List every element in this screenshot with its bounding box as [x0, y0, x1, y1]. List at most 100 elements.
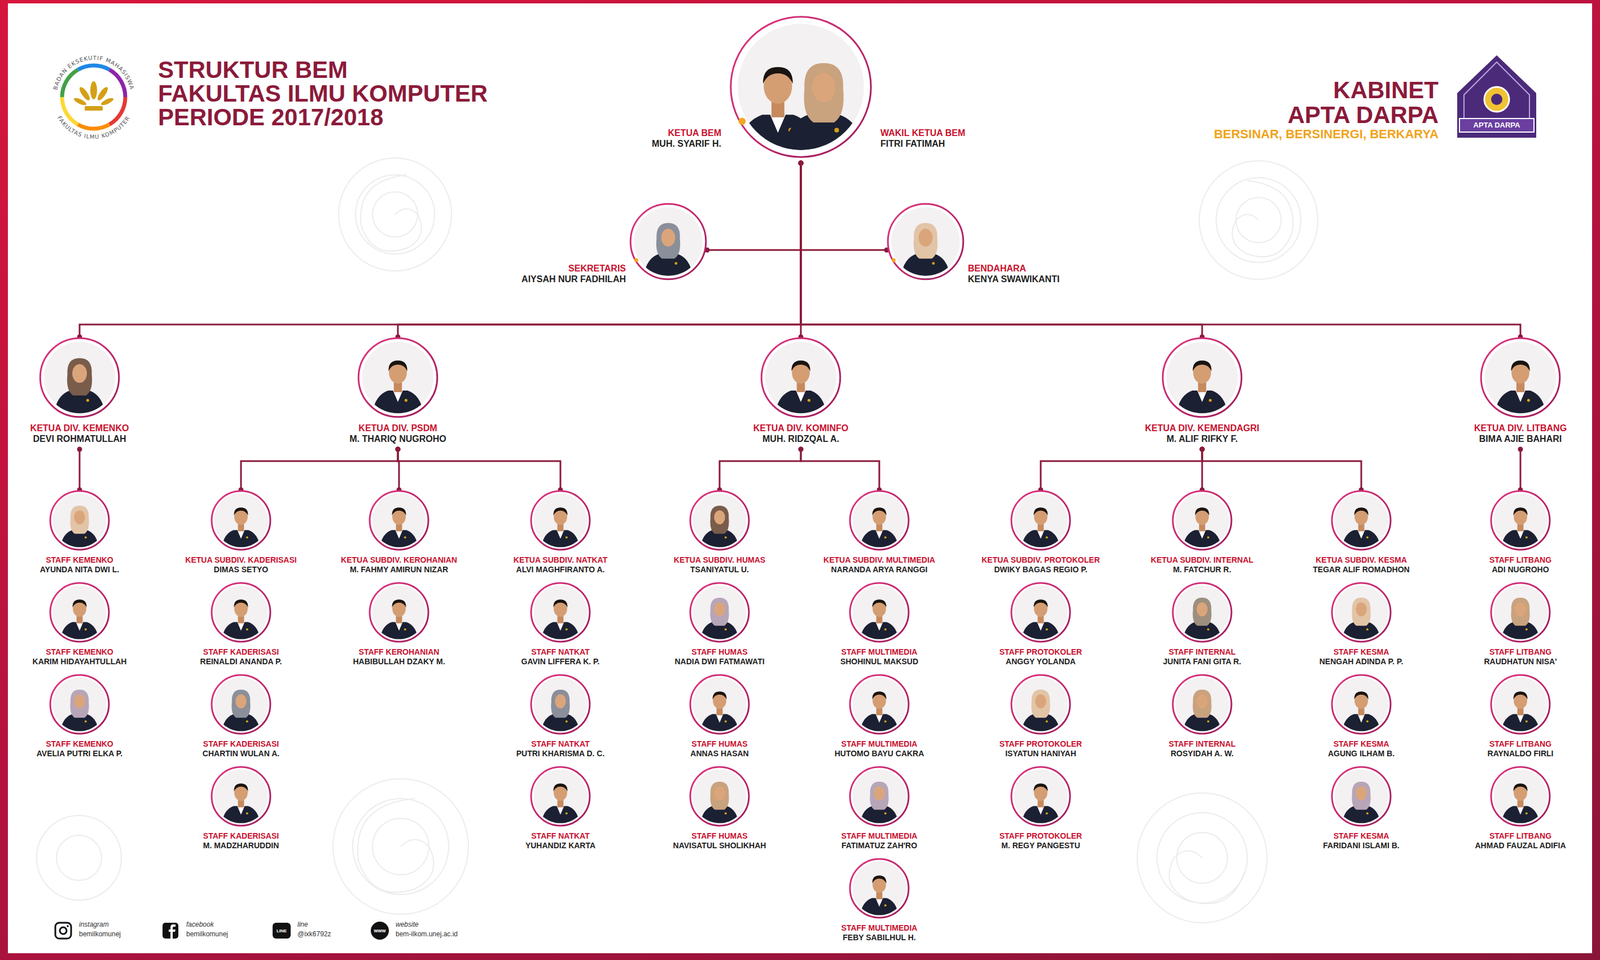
name-text: RAUDHATUN NISA' [1483, 656, 1558, 667]
caption: STAFF NATKATGAVIN LIFFERA K. P. [520, 647, 601, 667]
role-text: STAFF PROTOKOLER [998, 739, 1084, 749]
name-text: TEGAR ALIF ROMADHON [1312, 564, 1411, 575]
member-node: STAFF MULTIMEDIAHUTOMO BAYU CAKRA [834, 673, 926, 764]
label: APTA DARPA [1287, 102, 1439, 129]
member-node: KETUA SUBDIV. MULTIMEDIANARANDA ARYA RAN… [822, 489, 936, 580]
member-photo [1171, 673, 1233, 735]
caption: STAFF NATKATPUTRI KHARISMA D. C. [515, 739, 606, 759]
member-node: KETUA SUBDIV. KEROHANIANM. FAHMY AMIRUN … [340, 489, 458, 580]
caption: STAFF MULTIMEDIAFATIMATUZ ZAH'RO [840, 831, 919, 851]
label: BERSINAR, BERSINERGI, BERKARYA [1213, 127, 1439, 142]
name-text: GAVIN LIFFERA K. P. [520, 656, 601, 667]
caption: STAFF KESMANENGAH ADINDA P. P. [1318, 647, 1405, 667]
member-node: STAFF NATKATYUHANDIZ KARTA [524, 765, 597, 856]
name-text: NAVISATUL SHOLIKHAH [672, 840, 767, 851]
member-photo [529, 581, 591, 643]
member-photo [1489, 581, 1551, 643]
member-node: STAFF INTERNALROSYIDAH A. W. [1168, 673, 1237, 764]
member-photo [848, 489, 910, 551]
name-text: DEVI ROHMATULLAH [29, 433, 130, 445]
member-node: KETUA BEMMUH. SYARIF H.WAKIL KETUA BEMFI… [650, 15, 967, 164]
name-text: TSANIYATUL U. [673, 564, 767, 575]
member-node: STAFF HUMASNAVISATUL SHOLIKHAH [672, 765, 767, 856]
name-text: ROSYIDAH A. W. [1168, 748, 1237, 759]
role-text: KETUA SUBDIV. MULTIMEDIA [822, 555, 936, 565]
name-text: ADI NUGROHO [1488, 564, 1553, 575]
label: APTA DARPA [1473, 121, 1521, 130]
member-photo [1479, 336, 1562, 419]
svg-text:BADAN EKSEKUTIF MAHASISWA: BADAN EKSEKUTIF MAHASISWA [51, 54, 135, 91]
caption: STAFF HUMASNAVISATUL SHOLIKHAH [672, 831, 767, 851]
role-text: STAFF PROTOKOLER [998, 831, 1084, 841]
role-text: KETUA SUBDIV. KEROHANIAN [340, 555, 458, 565]
member-photo [529, 765, 591, 827]
caption: STAFF LITBANGAHMAD FAUZAL ADIFIA [1474, 831, 1567, 851]
name-text: CHARTIN WULAN A. [202, 748, 281, 759]
member-node: STAFF INTERNALJUNITA FANI GITA R. [1162, 581, 1243, 672]
member-node: STAFF KADERISASIM. MADZHARUDDIN [202, 765, 280, 856]
name-text: AHMAD FAUZAL ADIFIA [1474, 840, 1567, 851]
role-text: STAFF KESMA [1327, 739, 1396, 749]
caption: STAFF KADERISASIREINALDI ANANDA P. [199, 647, 283, 667]
member-node: STAFF PROTOKOLERANGGY YOLANDA [998, 581, 1084, 672]
name-text: BIMA AJIE BAHARI [1473, 433, 1568, 445]
caption: SEKRETARISAIYSAH NUR FADHILAH [520, 262, 626, 285]
role-text: KETUA SUBDIV. KESMA [1312, 555, 1411, 565]
caption: STAFF KADERISASICHARTIN WULAN A. [202, 739, 281, 759]
member-photo [1330, 489, 1392, 551]
role-text: SEKRETARIS [520, 262, 626, 274]
member-photo [689, 673, 751, 735]
caption: KETUA DIV. KOMINFOMUH. RIDZQAL A. [752, 422, 850, 445]
caption: KETUA DIV. LITBANGBIMA AJIE BAHARI [1473, 422, 1568, 445]
label: bemilkomunej [79, 930, 121, 938]
role-text: KETUA DIV. KEMENDAGRI [1144, 422, 1261, 434]
member-photo [1010, 673, 1072, 735]
role-text: KETUA SUBDIV. KADERISASI [184, 555, 298, 565]
role-text: STAFF INTERNAL [1162, 647, 1243, 657]
logo-text: FAKULTAS ILMU KOMPUTER [56, 115, 131, 141]
caption: STAFF NATKATYUHANDIZ KARTA [524, 831, 597, 851]
icon-text: LINE [276, 928, 288, 934]
caption: STAFF PROTOKOLERISYATUN HANIYAH [998, 739, 1084, 759]
member-node: KETUA DIV. KEMENKODEVI ROHMATULLAH [29, 336, 130, 450]
member-photo [49, 673, 111, 735]
member-photo [529, 489, 591, 551]
role-text: STAFF KEMENKO [36, 739, 124, 749]
role-text: STAFF MULTIMEDIA [840, 923, 919, 933]
member-node: STAFF MULTIMEDIAFEBY SABILHUL H. [840, 857, 919, 948]
role-text: KETUA SUBDIV. PROTOKOLER [980, 555, 1101, 565]
connector [798, 160, 1205, 340]
caption: STAFF KADERISASIM. MADZHARUDDIN [202, 831, 280, 851]
role-text: STAFF NATKAT [524, 831, 597, 841]
name-text: NENGAH ADINDA P. P. [1318, 656, 1405, 667]
caption: KETUA SUBDIV. KESMATEGAR ALIF ROMADHON [1312, 555, 1411, 575]
member-node: BENDAHARAKENYA SWAWIKANTI [886, 202, 1062, 290]
member-photo [357, 336, 439, 419]
member-node: KETUA DIV. PSDMM. THARIQ NUGROHO [348, 336, 447, 450]
connector [238, 446, 401, 493]
connector [77, 446, 83, 493]
member-photo [529, 673, 591, 735]
role-text: BENDAHARA [967, 262, 1062, 274]
role-text: STAFF KADERISASI [199, 647, 283, 657]
name-text: ANNAS HASAN [689, 748, 750, 759]
name-text: M. MADZHARUDDIN [202, 840, 280, 851]
member-node: STAFF MULTIMEDIAFATIMATUZ ZAH'RO [840, 765, 919, 856]
name-text: FARIDANI ISLAMI B. [1322, 840, 1401, 851]
member-node: STAFF KESMAFARIDANI ISLAMI B. [1322, 765, 1401, 856]
caption: KETUA SUBDIV. NATKATALVI MAGHFIRANTO A. [513, 555, 609, 575]
role-text: STAFF PROTOKOLER [998, 647, 1084, 657]
name-text: M. THARIQ NUGROHO [348, 433, 447, 445]
caption: KETUA SUBDIV. KADERISASIDIMAS SETYO [184, 555, 298, 575]
caption: STAFF KEMENKOAYUNDA NITA DWI L. [39, 555, 121, 575]
member-photo [848, 765, 910, 827]
caption: KETUA SUBDIV. PROTOKOLERDWIKY BAGAS REGI… [980, 555, 1101, 575]
name-text: MUH. SYARIF H. [650, 138, 722, 149]
role-text: STAFF LITBANG [1487, 739, 1555, 749]
member-photo [1489, 765, 1551, 827]
member-node: STAFF LITBANGADI NUGROHO [1488, 489, 1553, 580]
name-text: KENYA SWAWIKANTI [967, 273, 1062, 285]
member-photo [1161, 336, 1243, 419]
connector [77, 160, 804, 340]
role-text: STAFF KADERISASI [202, 831, 280, 841]
